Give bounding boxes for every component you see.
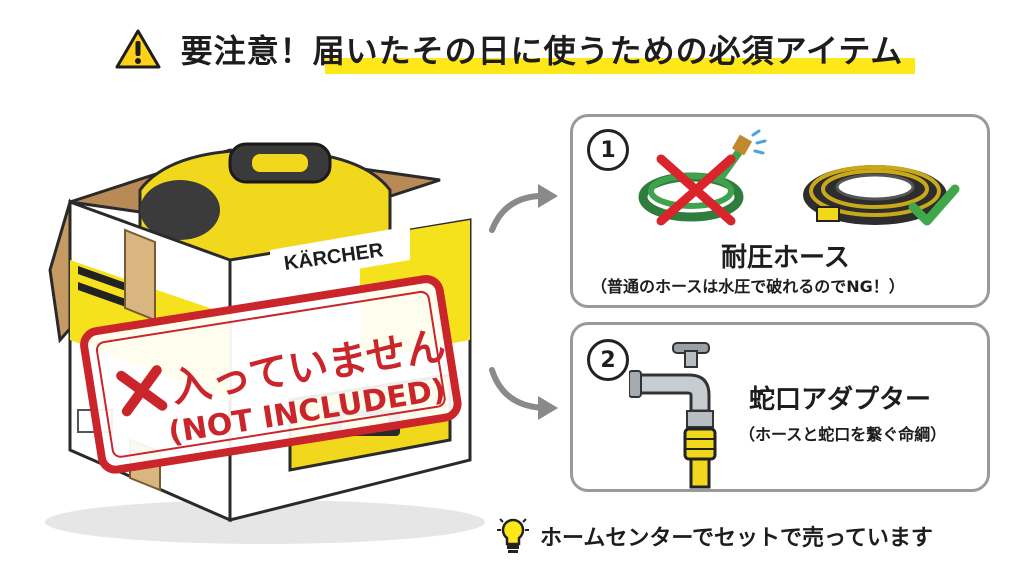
garden-hose-icon bbox=[638, 129, 767, 226]
arrow-to-item1-icon bbox=[489, 184, 558, 233]
arrow-to-item2-icon bbox=[489, 367, 558, 420]
item-subtitle-1: （普通のホースは水圧で破れるのでNG！） bbox=[591, 277, 905, 296]
adapter-icon bbox=[683, 427, 717, 489]
item-card-1: 1 耐圧ホース （普通のホースは水圧で破れるのでNG！） bbox=[570, 114, 990, 308]
page-title: 要注意！届いたその日に使うための必須アイテム bbox=[175, 26, 916, 74]
header: 要注意！届いたその日に使うための必須アイテム bbox=[0, 26, 1024, 74]
box-drawing: KÄRCHER 入っていません (NOT INCLUDED) bbox=[45, 142, 485, 544]
footer-text: ホームセンターでセットで売っています bbox=[540, 526, 933, 551]
lightbulb-icon bbox=[497, 518, 529, 553]
pressure-hose-icon bbox=[803, 165, 960, 226]
item-subtitle-2: （ホースと蛇口を繋ぐ命綱） bbox=[739, 425, 947, 444]
box-illustration: KÄRCHER 入っていません (NOT INCLUDED) bbox=[30, 110, 500, 550]
warning-triangle-icon bbox=[115, 29, 161, 69]
item-title-2: 蛇口アダプター bbox=[749, 385, 932, 415]
page-title-text: 要注意！届いたその日に使うための必須アイテム bbox=[180, 32, 904, 70]
item-card-2: 2 蛇口アダプター （ホースと蛇口を繋ぐ命綱） bbox=[570, 322, 990, 492]
faucet-icon bbox=[629, 342, 717, 489]
cross-mark-icon bbox=[656, 154, 736, 226]
item-number-1: 1 bbox=[587, 129, 629, 171]
check-mark-icon bbox=[908, 184, 960, 226]
item-number-2: 2 bbox=[587, 339, 629, 381]
cross-mark-icon bbox=[116, 365, 168, 417]
title-row: 要注意！届いたその日に使うための必須アイテム bbox=[115, 26, 916, 74]
item-title-1: 耐圧ホース bbox=[721, 243, 850, 273]
footer-note: ホームセンターでセットで売っています bbox=[496, 516, 933, 556]
